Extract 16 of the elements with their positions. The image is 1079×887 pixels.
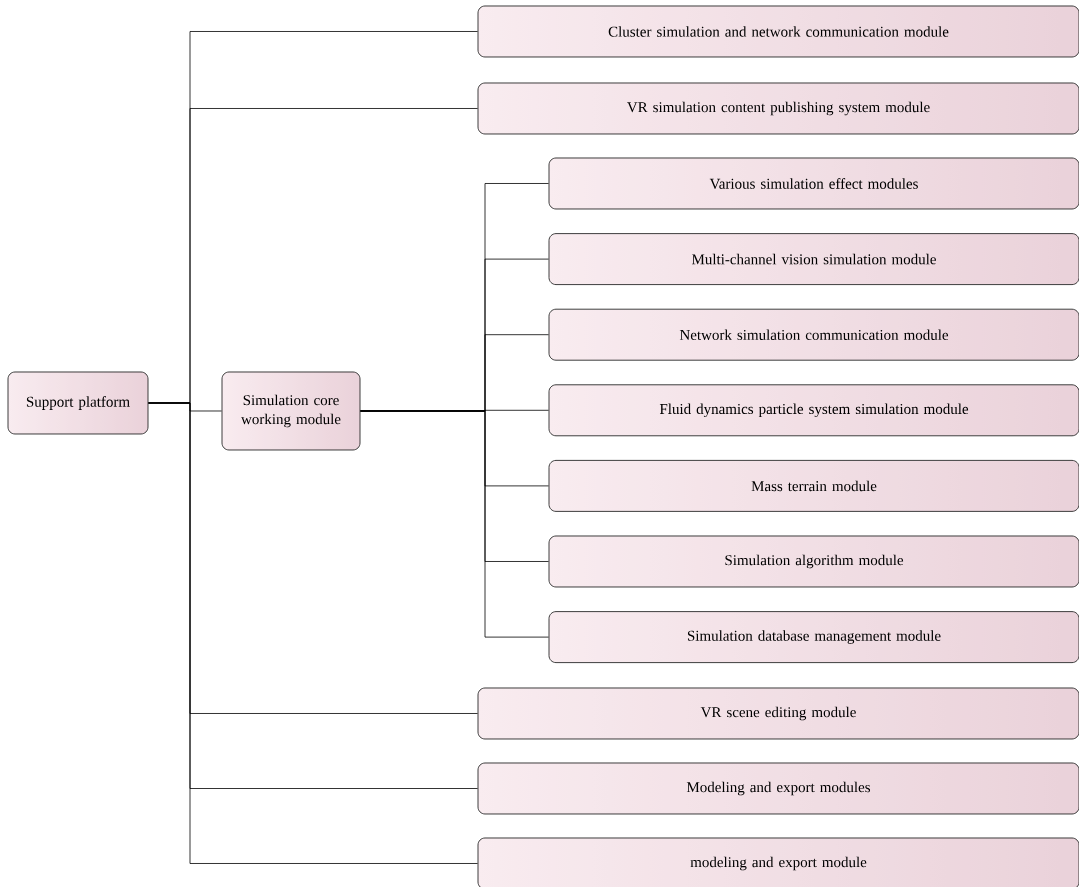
module-box: Cluster simulation and network communication module: [477, 5, 1079, 58]
module-box: Multi-channel vision simulation module: [548, 233, 1079, 286]
module-box: Simulation core working module: [221, 371, 361, 451]
module-box: Network simulation communication module: [548, 308, 1079, 361]
module-box: VR scene editing module: [477, 687, 1079, 740]
module-box: Support platform: [7, 371, 149, 435]
module-box: Modeling and export modules: [477, 762, 1079, 815]
module-box: VR simulation content publishing system module: [477, 82, 1079, 135]
module-box: Various simulation effect modules: [548, 157, 1079, 210]
module-box: Simulation database management module: [548, 611, 1079, 664]
module-box: Simulation algorithm module: [548, 535, 1079, 588]
module-box: Fluid dynamics particle system simulation module: [548, 384, 1079, 437]
connector-line: [148, 402, 478, 864]
module-box: modeling and export module: [477, 837, 1079, 887]
connector-line: [360, 410, 549, 638]
module-box: Mass terrain module: [548, 459, 1079, 512]
